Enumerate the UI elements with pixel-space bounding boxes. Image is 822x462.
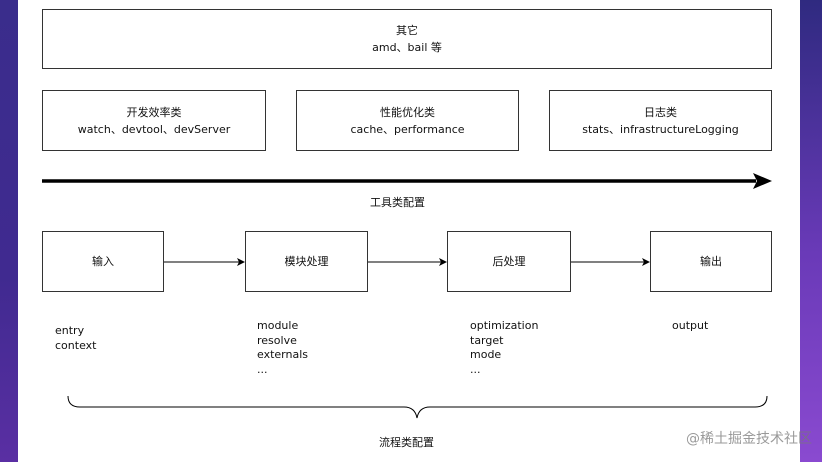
performance-title: 性能优化类 bbox=[380, 105, 435, 119]
watermark: @稀土掘金技术社区 bbox=[686, 428, 812, 448]
dev-efficiency-title: 开发效率类 bbox=[126, 105, 182, 119]
other-config-items: amd、bail 等 bbox=[372, 41, 442, 54]
performance-box: 性能优化类 cache、performance bbox=[296, 90, 519, 151]
other-config-box: 其它 amd、bail 等 bbox=[42, 9, 772, 69]
flow-config-brace bbox=[67, 395, 768, 419]
other-config-title: 其它 bbox=[396, 24, 418, 37]
flow-arrow-1-head bbox=[237, 258, 245, 266]
flow-step-output: 输出 bbox=[650, 231, 772, 292]
diagram-connectors bbox=[42, 173, 772, 419]
postprocess-options-list: optimization target mode ... bbox=[470, 319, 538, 377]
tool-config-label: 工具类配置 bbox=[370, 196, 425, 209]
dev-efficiency-items: watch、devtool、devServer bbox=[77, 122, 231, 136]
module-options-list: module resolve externals ... bbox=[257, 319, 308, 377]
option-item: target bbox=[470, 333, 504, 347]
tool-config-arrow-head bbox=[753, 173, 772, 189]
flow-step-input: 输入 bbox=[42, 231, 164, 292]
input-options-list: entry context bbox=[55, 324, 96, 353]
flow-step-module: 模块处理 bbox=[245, 231, 368, 292]
output-options-list: output bbox=[672, 319, 708, 334]
option-item: entry bbox=[55, 324, 85, 337]
flow-step-postprocess: 后处理 bbox=[447, 231, 571, 292]
performance-items: cache、performance bbox=[350, 122, 465, 136]
option-item: output bbox=[672, 319, 709, 332]
option-item: resolve bbox=[257, 333, 297, 347]
option-item: ... bbox=[470, 362, 481, 376]
option-item: ... bbox=[257, 362, 268, 376]
dev-efficiency-box: 开发效率类 watch、devtool、devServer bbox=[42, 90, 266, 151]
flow-step-postprocess-label: 后处理 bbox=[492, 255, 526, 268]
option-item: module bbox=[257, 319, 299, 332]
flow-arrow-3-head bbox=[642, 258, 650, 266]
flow-step-module-label: 模块处理 bbox=[284, 255, 329, 268]
flow-arrow-2-head bbox=[439, 258, 447, 266]
logging-title: 日志类 bbox=[644, 105, 677, 119]
option-item: externals bbox=[257, 348, 308, 361]
flow-config-label: 流程类配置 bbox=[379, 436, 434, 449]
flow-step-input-label: 输入 bbox=[92, 255, 114, 268]
logging-box: 日志类 stats、infrastructureLogging bbox=[549, 90, 772, 151]
logging-items: stats、infrastructureLogging bbox=[582, 122, 739, 136]
option-item: mode bbox=[470, 348, 502, 361]
option-item: context bbox=[55, 338, 97, 352]
option-item: optimization bbox=[470, 319, 539, 332]
flow-step-output-label: 输出 bbox=[700, 255, 722, 268]
watermark-text: @稀土掘金技术社区 bbox=[686, 431, 812, 447]
diagram-canvas: 其它 amd、bail 等 开发效率类 watch、devtool、devSer… bbox=[18, 0, 800, 462]
